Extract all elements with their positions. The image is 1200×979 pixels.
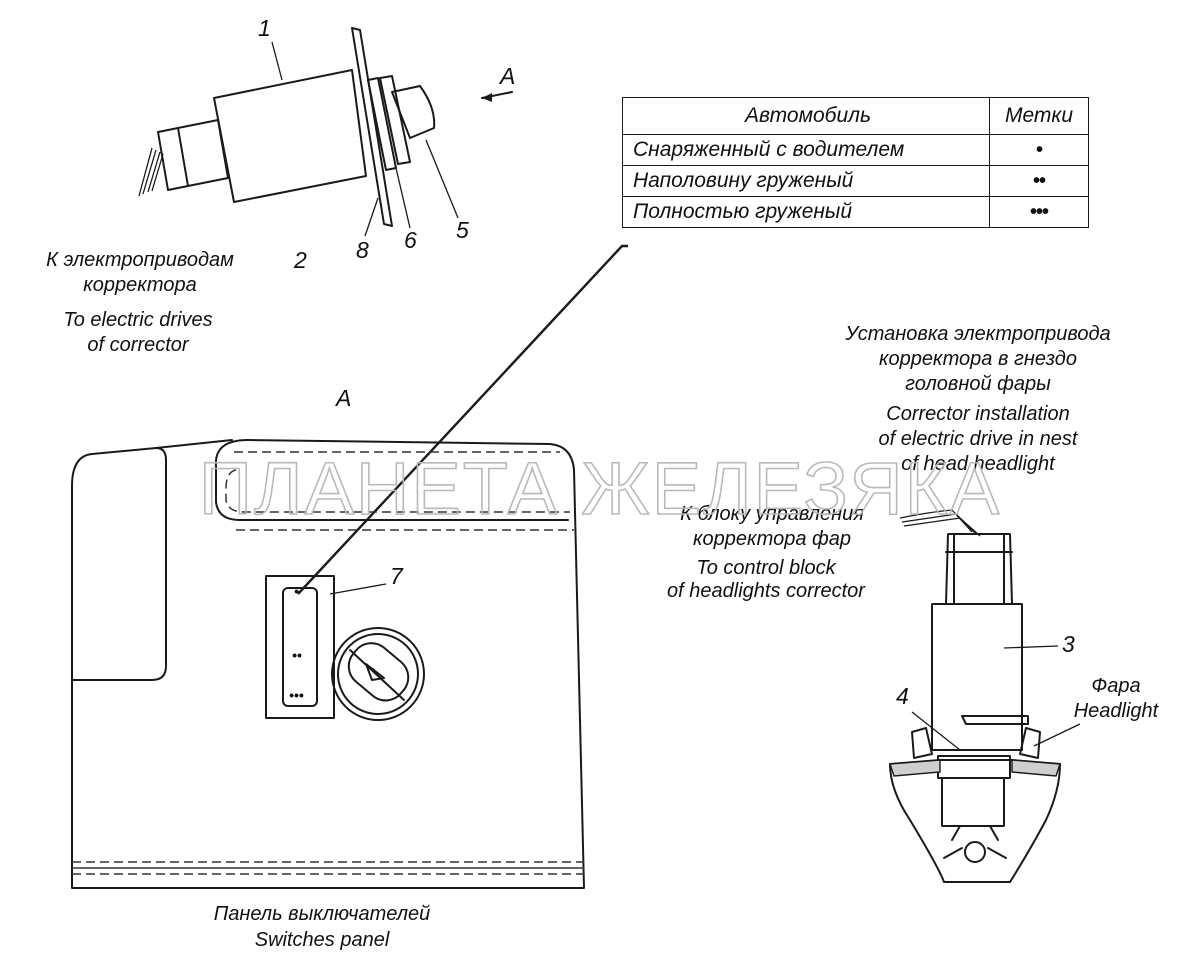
marks-strip xyxy=(282,587,318,707)
wire-label-ru-1: К электроприводам xyxy=(46,249,234,271)
view-letter-panel: A xyxy=(334,385,351,411)
leader-headlight xyxy=(1033,723,1081,747)
control-block-ru-1: К блоку управления xyxy=(680,503,864,525)
table-cell-marks: ••• xyxy=(989,196,1089,228)
wire-label-en-2: of corrector xyxy=(87,334,189,356)
table-row: Наполовину груженый •• xyxy=(622,165,1089,197)
headlight-label-en: Headlight xyxy=(1074,700,1160,722)
callout-2: 2 xyxy=(293,247,307,273)
table-cell-marks: • xyxy=(989,134,1089,166)
marks-table: Автомобиль Метки Снаряженный с водителем… xyxy=(622,97,1089,228)
table-cell-car: Наполовину груженый xyxy=(622,165,990,197)
install-title-en-3: of head headlight xyxy=(901,453,1056,475)
table-header-marks: Метки xyxy=(989,97,1089,135)
table-leader xyxy=(297,244,628,595)
table-cell-car: Снаряженный с водителем xyxy=(622,134,990,166)
install-title-ru-3: головной фары xyxy=(905,373,1051,395)
switches-panel xyxy=(71,439,585,889)
leader-1 xyxy=(271,41,283,81)
callout-7: 7 xyxy=(390,563,404,589)
callout-4: 4 xyxy=(896,683,909,709)
callout-5: 5 xyxy=(456,217,469,243)
install-title-ru-1: Установка электропривода xyxy=(844,323,1110,345)
panel-mark-2: •• xyxy=(292,647,302,663)
callout-8: 8 xyxy=(356,237,369,263)
wire-label-en-1: To electric drives xyxy=(63,309,212,331)
table-cell-car: Полностью груженый xyxy=(622,196,990,228)
leader-8 xyxy=(364,197,379,237)
control-block-en-1: To control block xyxy=(696,557,836,579)
panel-mark-3: ••• xyxy=(289,687,304,703)
table-cell-marks: •• xyxy=(989,165,1089,197)
table-row: Снаряженный с водителем • xyxy=(622,134,1089,166)
view-letter-top: A xyxy=(498,63,515,89)
panel-mark-1: • xyxy=(294,583,299,599)
install-title-ru-2: корректора в гнездо xyxy=(879,348,1077,370)
panel-caption-en: Switches panel xyxy=(255,929,390,951)
corrector-knob xyxy=(331,627,425,721)
wire-label-ru-2: корректора xyxy=(83,274,196,296)
corrector-drive-side-view xyxy=(138,27,436,227)
watermark: ПЛАНЕТА ЖЕЛЕЗЯКА xyxy=(199,447,1001,530)
leader-3 xyxy=(1003,645,1059,649)
headlight-label-ru: Фара xyxy=(1091,675,1140,697)
leader-5 xyxy=(425,139,459,219)
control-block-en-2: of headlights corrector xyxy=(667,580,866,602)
marks-plate xyxy=(265,575,335,719)
panel-caption-ru: Панель выключателей xyxy=(214,903,431,925)
control-block-ru-2: корректора фар xyxy=(693,528,851,550)
table-header-car: Автомобиль xyxy=(622,97,990,135)
view-arrow-head xyxy=(482,93,492,102)
table-row: Полностью груженый ••• xyxy=(622,196,1089,228)
leader-6 xyxy=(395,167,411,229)
installed-drive xyxy=(889,509,1061,883)
callout-3: 3 xyxy=(1062,631,1075,657)
install-title-en-2: of electric drive in nest xyxy=(879,428,1079,450)
table-header-row: Автомобиль Метки xyxy=(622,97,1089,135)
install-title-en-1: Corrector installation xyxy=(886,403,1069,425)
callout-1: 1 xyxy=(258,15,271,41)
leader-4 xyxy=(911,711,961,751)
callout-6: 6 xyxy=(404,227,417,253)
leader-7 xyxy=(329,583,387,595)
